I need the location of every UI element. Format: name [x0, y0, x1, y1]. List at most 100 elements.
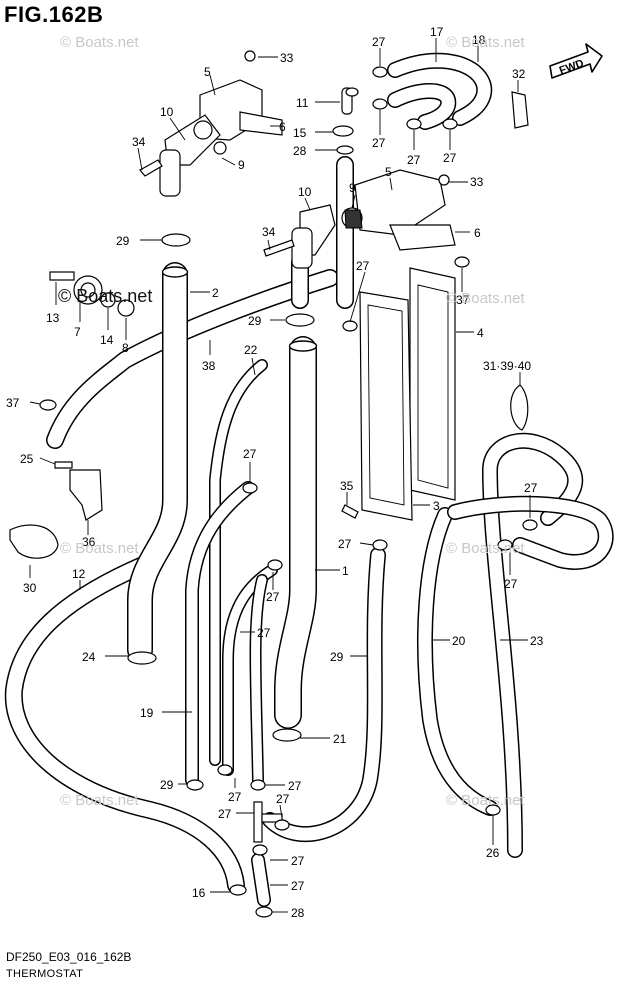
watermark-8: © Boats.net [446, 792, 525, 809]
callout-29a[interactable]: 29 [116, 234, 130, 248]
callout-33a[interactable]: 33 [280, 51, 294, 65]
callout-2[interactable]: 2 [212, 286, 219, 300]
thermostat-housing-right [291, 169, 456, 269]
callout-24[interactable]: 23 [530, 634, 544, 648]
callout-38[interactable]: 38 [202, 359, 216, 373]
hoses [4, 52, 614, 907]
callout-3[interactable]: 3 [433, 499, 440, 513]
callout-37b[interactable]: 37 [6, 396, 20, 410]
callout-26[interactable]: 27 [218, 807, 232, 821]
watermark-1: © Boats.net [60, 34, 139, 51]
callout-18[interactable]: 18 [472, 33, 486, 47]
thermostat-housing-left [159, 79, 283, 197]
callout-27r[interactable]: 28 [291, 906, 305, 920]
figure-title: FIG.162B [4, 2, 104, 27]
callout-10b[interactable]: 10 [298, 185, 312, 199]
callout-7[interactable]: 7 [74, 325, 81, 339]
hose-2 [127, 262, 189, 663]
callout-25[interactable]: 25 [20, 452, 34, 466]
callout-14[interactable]: 14 [100, 333, 114, 347]
callout-32[interactable]: 32 [512, 67, 526, 81]
callout-27n[interactable]: 27 [288, 779, 302, 793]
callout-4[interactable]: 4 [477, 326, 484, 340]
callout-9a[interactable]: 9 [238, 158, 245, 172]
watermark-5: © Boats.net [60, 540, 139, 557]
callout-28a[interactable]: 28 [293, 144, 307, 158]
cover-3 [359, 291, 413, 521]
hose-17-18 [387, 52, 493, 130]
fwd-label: FWD [558, 57, 586, 77]
callout-29b[interactable]: 29 [248, 314, 262, 328]
fitting-11 [332, 87, 359, 137]
callout-27c[interactable]: 27 [407, 153, 421, 167]
clip-30 [9, 524, 59, 559]
watermark-4: © Boats.net [446, 290, 525, 307]
hose-12 [4, 553, 245, 894]
callout-27e[interactable]: 27 [356, 259, 370, 273]
callout-27d[interactable]: 27 [443, 151, 457, 165]
hose-38 [46, 269, 339, 449]
callout-12[interactable]: 12 [72, 567, 86, 581]
watermark-3: © Boats.net [58, 286, 153, 306]
callout-27h[interactable]: 27 [524, 481, 538, 495]
callout-28b[interactable]: 16 [192, 886, 206, 900]
clip-32 [511, 91, 529, 129]
callout-27p[interactable]: 26 [486, 846, 500, 860]
callout-29c[interactable]: 24 [82, 650, 96, 664]
callout-6a[interactable]: 6 [279, 120, 286, 134]
callout-8[interactable]: 8 [122, 341, 129, 355]
callout-10a[interactable]: 10 [160, 105, 174, 119]
callout-31-39-40[interactable]: 31·39·40 [483, 359, 531, 373]
callout-27j[interactable]: 27 [266, 590, 280, 604]
callout-36[interactable]: 36 [82, 535, 96, 549]
leader-lines [29, 38, 531, 913]
hose-21 [185, 481, 255, 787]
hose-16 [251, 853, 271, 907]
callout-27f[interactable]: 27 [243, 447, 257, 461]
parts [9, 50, 538, 918]
callout-6b[interactable]: 6 [474, 226, 481, 240]
hose-22 [209, 359, 268, 766]
watermark-7: © Boats.net [60, 792, 139, 809]
callout-27g[interactable]: 27 [338, 537, 352, 551]
callout-labels: 33 5 10 6 34 9 29 27 17 18 32 11 15 28 2… [6, 25, 544, 920]
callout-19[interactable]: 29 [330, 650, 344, 664]
callout-27q[interactable]: 27 [291, 854, 305, 868]
callout-16[interactable]: 27 [291, 879, 305, 893]
callout-27b[interactable]: 27 [372, 136, 386, 150]
callout-22[interactable]: 22 [244, 343, 258, 357]
figure-code: DF250_E03_016_162B [6, 950, 132, 964]
callout-27i[interactable]: 27 [504, 577, 518, 591]
callout-5a[interactable]: 5 [204, 65, 211, 79]
callout-13[interactable]: 13 [46, 311, 60, 325]
callout-34b[interactable]: 34 [262, 225, 276, 239]
callout-23[interactable]: 20 [452, 634, 466, 648]
clamps [39, 66, 538, 918]
callout-35[interactable]: 35 [340, 479, 354, 493]
callout-33b[interactable]: 33 [470, 175, 484, 189]
callout-27o[interactable]: 27 [276, 792, 290, 806]
callout-1[interactable]: 1 [342, 564, 349, 578]
callout-17[interactable]: 17 [430, 25, 444, 39]
callout-30[interactable]: 30 [23, 581, 37, 595]
callout-27m[interactable]: 27 [228, 790, 242, 804]
hose-1 [274, 336, 318, 729]
valve-assembly [49, 271, 135, 317]
callout-27l[interactable]: 29 [160, 778, 174, 792]
callout-15[interactable]: 15 [293, 126, 307, 140]
callout-21[interactable]: 19 [140, 706, 154, 720]
callout-34a[interactable]: 34 [132, 135, 146, 149]
figure-name: THERMOSTAT [6, 968, 84, 980]
callout-9b[interactable]: 9 [349, 181, 356, 195]
callout-27a[interactable]: 27 [372, 35, 386, 49]
callout-11[interactable]: 11 [296, 96, 309, 110]
fwd-arrow-icon: FWD [549, 43, 603, 79]
callout-5b[interactable]: 5 [385, 165, 392, 179]
callout-29d[interactable]: 21 [333, 732, 347, 746]
callout-20[interactable]: 27 [257, 626, 271, 640]
callout-37a[interactable]: 37 [456, 293, 470, 307]
clip-31-39-40 [510, 384, 529, 431]
watermark-6: © Boats.net [446, 540, 525, 557]
hose-24 [447, 432, 614, 858]
